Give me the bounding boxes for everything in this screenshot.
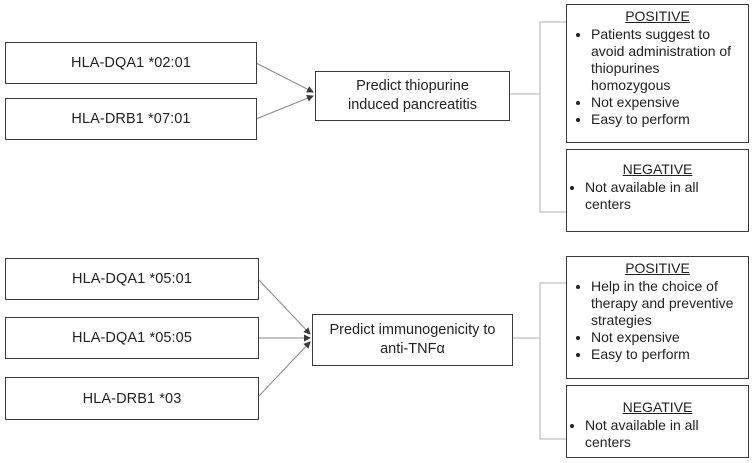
gene-box-hla-dqa1-0501: HLA-DQA1 *05:01: [5, 258, 259, 300]
list-item: Help in the choice of therapy and preven…: [591, 278, 742, 329]
arrow-gene5-to-prediction2: [257, 341, 311, 398]
list-item: Patients suggest to avoid administration…: [591, 26, 742, 94]
prediction-box-immunogenicity: Predict immunogenicity to anti-TNFα: [312, 314, 513, 366]
bracket-1: [539, 21, 566, 213]
prediction-box-pancreatitis: Predict thiopurine induced pancreatitis: [315, 71, 510, 121]
arrow-gene3-to-prediction2: [257, 278, 311, 335]
positive-title: POSITIVE: [625, 260, 690, 276]
positive-list: Help in the choice of therapy and preven…: [573, 278, 742, 363]
gene-box-hla-drb1-0701: HLA-DRB1 *07:01: [5, 98, 257, 140]
list-item: Not expensive: [591, 94, 742, 111]
gene-label: HLA-DRB1 *03: [82, 390, 182, 407]
negative-panel-2: NEGATIVE Not available in all centers: [566, 385, 749, 458]
bracket-2: [539, 282, 566, 440]
gene-label: HLA-DQA1 *02:01: [71, 55, 191, 71]
negative-list: Not available in all centers: [573, 417, 742, 451]
gene-label: HLA-DRB1 *07:01: [71, 111, 191, 127]
negative-panel-1: NEGATIVE Not available in all centers: [566, 149, 749, 232]
positive-title: POSITIVE: [625, 8, 690, 24]
negative-title: NEGATIVE: [622, 399, 693, 415]
prediction-label: Predict thiopurine induced pancreatitis: [348, 78, 477, 113]
arrow-gene2-to-prediction1: [255, 94, 314, 120]
prediction-label: Predict immunogenicity to anti-TNFα: [329, 322, 496, 357]
list-item: Not available in all centers: [585, 417, 742, 451]
arrow-gene1-to-prediction1: [255, 62, 314, 93]
gene-box-hla-drb1-03: HLA-DRB1 *03: [5, 377, 259, 420]
gene-box-hla-dqa1-0201: HLA-DQA1 *02:01: [5, 42, 257, 84]
gene-label: HLA-DQA1 *05:01: [72, 271, 192, 287]
positive-panel-2: POSITIVE Help in the choice of therapy a…: [566, 256, 749, 379]
list-item: Easy to perform: [591, 111, 742, 128]
list-item: Not expensive: [591, 329, 742, 346]
list-item: Easy to perform: [591, 346, 742, 363]
gene-box-hla-dqa1-0505: HLA-DQA1 *05:05: [5, 317, 259, 359]
gene-label: HLA-DQA1 *05:05: [72, 330, 192, 346]
negative-list: Not available in all centers: [573, 179, 742, 213]
positive-panel-1: POSITIVE Patients suggest to avoid admin…: [566, 4, 749, 143]
positive-list: Patients suggest to avoid administration…: [573, 26, 742, 128]
negative-title: NEGATIVE: [622, 161, 693, 177]
list-item: Not available in all centers: [585, 179, 742, 213]
